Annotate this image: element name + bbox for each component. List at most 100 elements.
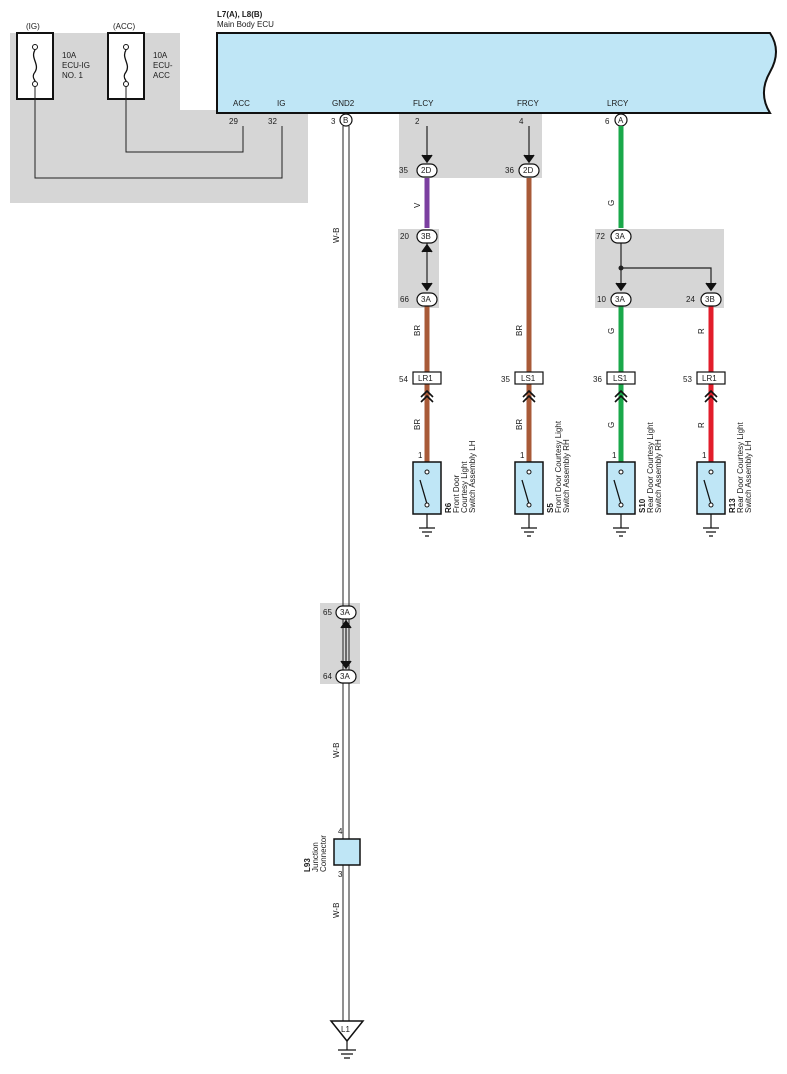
inline-lr1-54-chevrons <box>420 389 434 403</box>
inline-ls1-35-code: LS1 <box>521 374 536 383</box>
connector-65-3a-pin: 65 <box>323 608 332 617</box>
connector-10-3a-pin: 10 <box>597 295 606 304</box>
ecu-box <box>216 32 777 114</box>
wire-ig-feed <box>34 86 283 179</box>
switch-s10-pin: 1 <box>612 451 617 460</box>
junction-pin-bottom: 3 <box>338 870 343 879</box>
switch-r6-line1: Front Door <box>452 474 461 513</box>
fuse-ig-name1: ECU-IG <box>62 61 90 70</box>
fuse-acc-element <box>123 49 129 82</box>
switch-r13-blade <box>703 479 712 505</box>
junction-box <box>333 838 361 866</box>
inline-lr1-53-code: LR1 <box>702 374 717 383</box>
connectors: 35 2D 36 2D 20 3B 66 3A 72 3A <box>323 154 722 684</box>
switch-s10-line1: Rear Door Courtesy Light <box>646 422 655 513</box>
switch-r6-id: R6 <box>444 502 453 513</box>
connector-10-3a: 10 3A <box>597 282 632 307</box>
ecu-pinno-6: 6 <box>605 117 610 126</box>
connector-35-2d: 35 2D <box>399 154 438 178</box>
switch-r6-contact-top <box>424 469 430 475</box>
wire-label-v: V <box>413 202 422 208</box>
connector-72-3a-code: 3A <box>615 232 625 241</box>
connector-20-3b-oval <box>416 229 438 244</box>
connector-72-3a: 72 3A <box>596 229 632 244</box>
inline-lr1-53: 53 LR1 <box>683 371 726 403</box>
fuse-ig-label: (IG) <box>26 22 40 31</box>
main-body-ecu: L7(A), L8(B) Main Body ECU ACC IG GND2 F… <box>216 10 777 127</box>
connector-65-3a: 65 3A <box>323 605 357 629</box>
fuse-ig-term-top <box>32 44 38 50</box>
inline-ls1-35-chevrons <box>522 389 536 403</box>
inline-ls1-35-box <box>514 371 544 385</box>
ecu-id: L7(A), L8(B) <box>217 10 263 19</box>
wire-label-g-1: G <box>607 200 616 206</box>
connector-65-3a-oval <box>335 605 357 620</box>
connector-24-3b-oval <box>700 292 722 307</box>
connector-20-3b-arrow <box>421 243 433 253</box>
inline-connectors: 54 LR1 35 LS1 36 LS1 53 LR1 <box>399 371 726 403</box>
connector-72-3a-pin: 72 <box>596 232 605 241</box>
switch-s5-contact-top <box>526 469 532 475</box>
ground-icon <box>338 1049 356 1059</box>
fuse-acc-term-bottom <box>123 81 129 87</box>
inline-lr1-53-chevrons <box>704 389 718 403</box>
ecu-pinno-3: 3 <box>331 117 336 126</box>
switch-s10-contact-top <box>618 469 624 475</box>
switch-s5-pin: 1 <box>520 451 525 460</box>
ecu-pin-lrcy: LRCY <box>607 99 629 108</box>
ecu-name: Main Body ECU <box>217 20 274 29</box>
switch-r6-ground-icon <box>419 527 435 537</box>
wire-label-g-2: G <box>607 328 616 334</box>
switch-s5-blade <box>521 479 530 505</box>
wire-label-br-lh-2: BR <box>413 419 422 430</box>
inline-ls1-35-pin: 35 <box>501 375 510 384</box>
switch-r13-contact-bottom <box>708 502 714 508</box>
switch-s10: 1 S10 Rear Door Courtesy Light Switch As… <box>606 422 663 537</box>
junction-id: L93 <box>303 858 312 872</box>
fuse-acc-name2: ACC <box>153 71 170 80</box>
ground-label: L1 <box>341 1025 350 1034</box>
inline-lr1-54-code: LR1 <box>418 374 433 383</box>
gnd-wire-label-2: W-B <box>332 743 341 758</box>
gnd-wire-label-3: W-B <box>332 903 341 918</box>
connector-66-3a: 66 3A <box>400 282 438 307</box>
fuse-acc-label: (ACC) <box>113 22 136 31</box>
rear-junction-branch <box>621 267 712 290</box>
inline-ls1-36: 36 LS1 <box>593 371 636 403</box>
connector-66-3a-code: 3A <box>421 295 431 304</box>
connector-10-3a-arrow <box>615 282 627 292</box>
connector-35-2d-pin: 35 <box>399 166 408 175</box>
fuse-acc-term-top <box>123 44 129 50</box>
switch-r13-pin: 1 <box>702 451 707 460</box>
ground-wire: W-B W-B W-B <box>332 126 350 1022</box>
junction-pin-top: 4 <box>338 827 343 836</box>
inline-lr1-54-pin: 54 <box>399 375 408 384</box>
inline-ls1-36-pin: 36 <box>593 375 602 384</box>
connector-35-2d-code: 2D <box>421 166 431 175</box>
connector-64-3a-pin: 64 <box>323 672 332 681</box>
switch-s5-line1: Front Door Courtesy Light <box>554 420 563 513</box>
connector-66-3a-arrow <box>421 282 433 292</box>
junction-line1: Junction <box>311 842 320 872</box>
switch-r13: 1 R13 Rear Door Courtesy Light Switch As… <box>696 422 753 537</box>
fuse-ig-element <box>32 49 38 82</box>
connector-65-3a-code: 3A <box>340 608 350 617</box>
switch-r13-ground-icon <box>703 527 719 537</box>
wire-labels: V BR BR BR BR G G G R R <box>413 200 706 430</box>
wire-label-br-rh-1: BR <box>515 325 524 336</box>
shaded-areas <box>10 33 724 684</box>
connector-10-3a-oval <box>610 292 632 307</box>
switch-r13-line1: Rear Door Courtesy Light <box>736 422 745 513</box>
connector-35-2d-oval <box>416 163 438 178</box>
switch-s5: 1 S5 Front Door Courtesy Light Switch As… <box>514 420 571 537</box>
switch-r6: 1 R6 Front Door Courtesy Light Switch As… <box>412 440 477 537</box>
ecu-pin-frcy: FRCY <box>517 99 539 108</box>
ecu-conn-b: B <box>343 116 348 125</box>
switch-s5-ground-icon <box>521 527 537 537</box>
connector-66-3a-oval <box>416 292 438 307</box>
connector-20-3b-pin: 20 <box>400 232 409 241</box>
inline-ls1-36-box <box>606 371 636 385</box>
connector-64-3a-oval <box>335 669 357 684</box>
fuse-ig-term-bottom <box>32 81 38 87</box>
wire-label-br-rh-2: BR <box>515 419 524 430</box>
